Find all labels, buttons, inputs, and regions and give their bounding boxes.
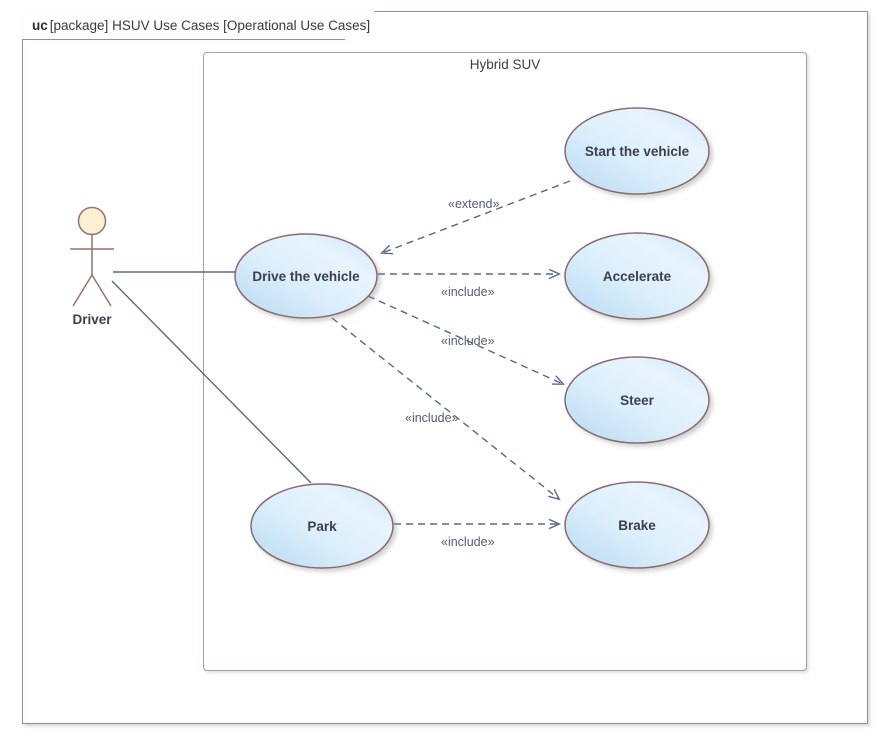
actor-stick-figure-icon [70, 206, 114, 307]
frame-title-label: HSUV Use Cases [Operational Use Cases] [112, 17, 371, 33]
edge-label-include-drive-steer: «include» [441, 334, 495, 348]
usecase-start-the-vehicle[interactable]: Start the vehicle [563, 106, 711, 196]
usecase-steer[interactable]: Steer [563, 355, 711, 445]
actor-driver-label: Driver [72, 312, 112, 327]
usecase-drive-the-vehicle[interactable]: Drive the vehicle [233, 232, 379, 320]
usecase-accelerate[interactable]: Accelerate [563, 231, 711, 321]
edge-label-include-drive-brake: «include» [405, 411, 459, 425]
frame-title-tab: uc[package] HSUV Use Cases [Operational … [22, 11, 375, 39]
actor-driver[interactable]: Driver [58, 205, 126, 327]
usecase-park[interactable]: Park [249, 482, 395, 570]
frame-kind-label: uc [32, 17, 48, 33]
usecase-brake[interactable]: Brake [563, 480, 711, 570]
edge-label-include-drive-accelerate: «include» [441, 285, 495, 299]
edge-label-extend-start-drive: «extend» [448, 197, 500, 211]
frame-qualifier-label: [package] [49, 17, 109, 33]
edge-label-include-park-brake: «include» [441, 535, 495, 549]
